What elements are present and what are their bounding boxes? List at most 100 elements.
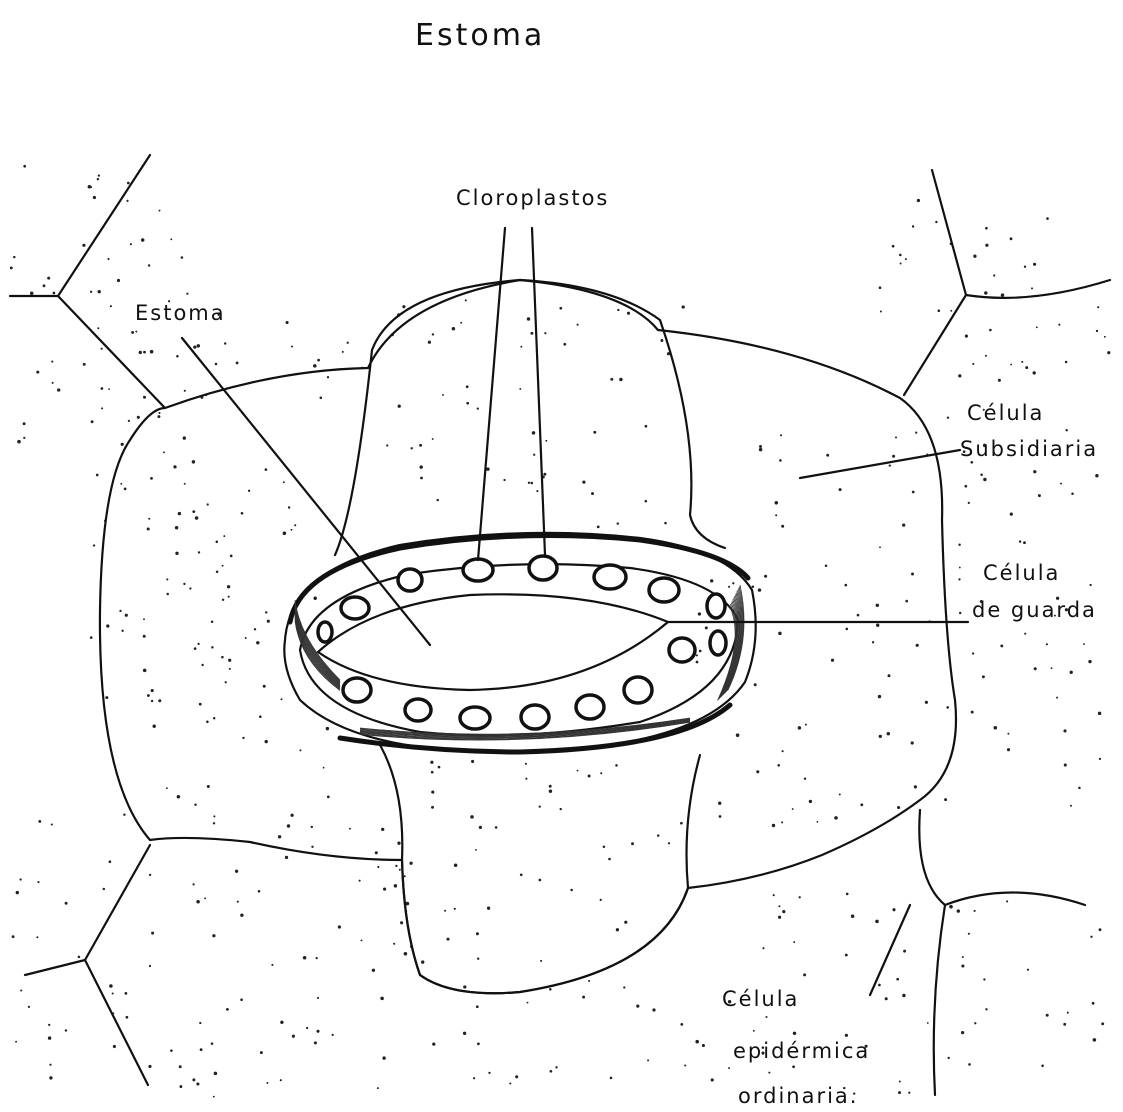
stipple-dot — [382, 1056, 385, 1059]
stipple-dot — [1093, 1038, 1097, 1042]
stipple-dot — [93, 196, 96, 199]
stipple-dot — [1064, 763, 1067, 766]
stipple-dot — [699, 650, 702, 653]
stipple-dot — [879, 286, 882, 289]
stipple-dot — [317, 359, 320, 362]
stipple-dot — [113, 1045, 116, 1048]
stipple-dot — [766, 1016, 768, 1018]
stipple-dot — [985, 227, 988, 230]
stipple-dot — [432, 438, 434, 440]
stipple-dot — [15, 1041, 17, 1043]
stipple-dot — [48, 1036, 51, 1039]
stipple-dot — [582, 481, 585, 484]
stipple-dot — [51, 823, 53, 825]
stipple-dot — [291, 529, 293, 531]
stipple-dot — [959, 612, 961, 614]
stipple-dot — [860, 803, 863, 806]
stipple-dot — [1065, 429, 1067, 431]
chloroplast — [405, 699, 431, 721]
stipple-dot — [636, 1005, 639, 1008]
stipple-dot — [260, 1051, 263, 1054]
stipple-dot — [271, 964, 273, 966]
stipple-dot — [983, 478, 986, 481]
stipple-dot — [148, 1065, 151, 1068]
stipple-dot — [98, 290, 101, 293]
stipple-dot — [404, 952, 408, 956]
stipple-dot — [103, 888, 105, 890]
stipple-dot — [961, 964, 964, 967]
stipple-dot — [608, 858, 611, 861]
stipple-dot — [150, 477, 153, 480]
stipple-dot — [985, 355, 987, 357]
stipple-dot — [53, 292, 56, 295]
stipple-dot — [183, 436, 186, 439]
chloroplast — [460, 707, 490, 729]
stipple-dot — [230, 555, 233, 558]
label-celula-subsidiaria-line2: Subsidiaria — [960, 437, 1098, 461]
stipple-dot — [431, 806, 434, 809]
stipple-dot — [263, 685, 266, 688]
stipple-dot — [28, 1006, 30, 1008]
stipple-dot — [728, 586, 730, 588]
stipple-dot — [105, 696, 108, 699]
stipple-dot — [652, 1008, 655, 1011]
label-celula-epidermica-line3: ordinaria. — [738, 1084, 858, 1108]
stipple-dot — [982, 675, 985, 678]
stipple-dot — [949, 905, 953, 909]
stipple-dot — [657, 834, 659, 836]
stipple-dot — [82, 244, 85, 247]
stipple-dot — [968, 1063, 971, 1066]
stipple-dot — [106, 624, 109, 627]
stipple-dot — [381, 828, 384, 831]
stipple-dot — [577, 324, 579, 326]
stipple-dot — [117, 279, 120, 282]
stipple-dot — [181, 256, 184, 259]
stipple-dot — [313, 364, 317, 368]
stipple-dot — [961, 1031, 964, 1034]
stipple-dot — [36, 371, 39, 374]
stipple-dot — [476, 1005, 479, 1008]
stipple-dot — [889, 464, 891, 466]
stipple-dot — [159, 210, 161, 212]
stipple-dot — [879, 735, 882, 738]
stipple-dot — [927, 1022, 929, 1024]
stipple-dot — [452, 327, 455, 330]
stipple-dot — [1078, 787, 1081, 790]
stipple-dot — [964, 485, 967, 488]
stipple-dot — [846, 628, 849, 631]
stipple-dot — [780, 434, 782, 436]
stipple-dot — [1097, 306, 1099, 308]
stipple-dot — [222, 599, 224, 601]
label-celula-subsidiaria-line1: Célula — [967, 401, 1044, 425]
stipple-dot — [477, 1043, 480, 1046]
stipple-dot — [985, 1008, 987, 1010]
stipple-dot — [495, 826, 498, 829]
stipple-dot — [183, 583, 185, 585]
stipple-dot — [108, 388, 110, 390]
stipple-dot — [793, 1032, 796, 1035]
stipple-dot — [101, 387, 104, 390]
stipple-dot — [419, 465, 422, 468]
stipple-dot — [125, 614, 128, 617]
stipple-dot — [221, 656, 224, 659]
stipple-dot — [503, 479, 505, 481]
stipple-dot — [846, 893, 849, 896]
stipple-dot — [1024, 266, 1026, 268]
stipple-dot — [320, 397, 323, 400]
stipple-dot — [254, 628, 256, 630]
stipple-dot — [223, 535, 225, 537]
stipple-dot — [428, 341, 431, 344]
stipple-dot — [477, 958, 479, 960]
stipple-dot — [935, 221, 937, 223]
stipple-dot — [898, 1091, 901, 1094]
stipple-dot — [97, 178, 99, 180]
stipple-dot — [619, 378, 622, 381]
stipple-dot — [959, 567, 961, 569]
stipple-dot — [647, 1059, 649, 1061]
chloroplast — [624, 677, 652, 703]
stipple-dot — [875, 920, 879, 924]
stipple-dot — [533, 454, 535, 456]
stipple-dot — [211, 1042, 214, 1045]
stipple-dot — [895, 436, 897, 438]
stipple-dot — [90, 291, 92, 293]
